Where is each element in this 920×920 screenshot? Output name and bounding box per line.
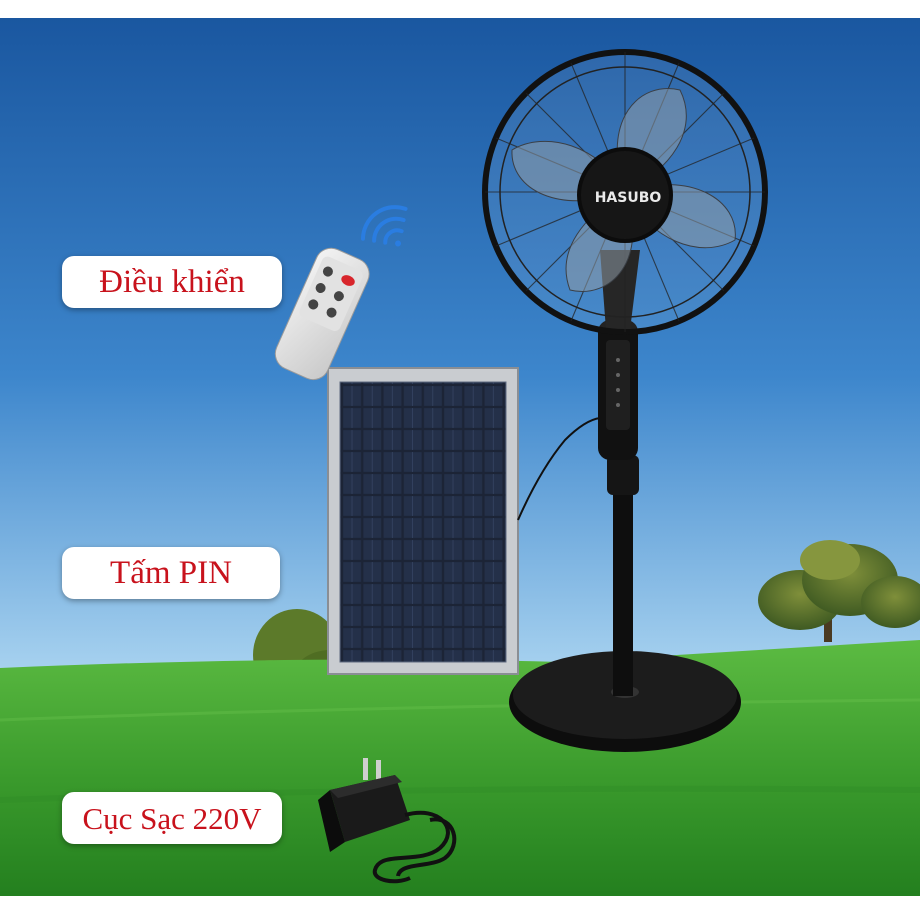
standing-fan: HASUBO: [482, 49, 768, 752]
charger-label: Cục Sạc 220V: [62, 792, 282, 844]
tree-right: [758, 540, 920, 642]
remote-control: [274, 247, 370, 381]
solar-panel: [327, 367, 601, 675]
grass-field: [0, 640, 920, 920]
top-border: [0, 0, 920, 18]
remote-label: Điều khiển: [62, 256, 282, 308]
power-adapter: [318, 758, 457, 884]
solar-panel-label: Tấm PIN: [62, 547, 280, 599]
fan-brand: HASUBO: [595, 190, 662, 206]
wifi-signal-icon: [360, 205, 408, 247]
bottom-border: [0, 896, 920, 920]
